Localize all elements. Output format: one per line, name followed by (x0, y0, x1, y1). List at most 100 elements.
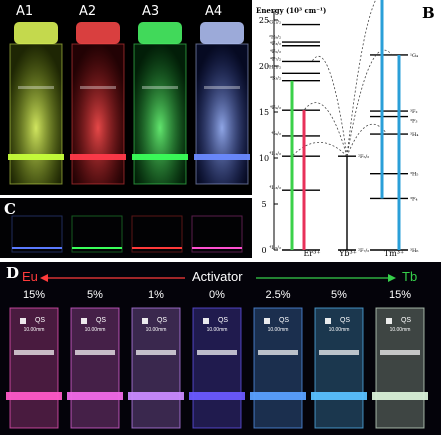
vial-body (10, 44, 62, 184)
er-level-label: ⁴F₉/₂ (270, 105, 281, 111)
vial-glow-band (70, 154, 126, 160)
cuvette-mark: QS (400, 317, 412, 324)
d-vial-body (254, 308, 302, 428)
vial-body (196, 44, 248, 184)
activator-percentage: 0% (209, 289, 225, 301)
cuvette-path-length: 10.00mm (389, 327, 411, 333)
er-level-label: ²H₉/₂ (269, 34, 281, 40)
tm-level-label: ³H₅ (410, 172, 418, 178)
side-view-illustration (11, 215, 243, 253)
cuvette-logo-icon (81, 318, 87, 324)
cuvette-path-length: 10.00mm (267, 327, 289, 333)
cuvette-logo-icon (325, 318, 331, 324)
er-level-label: ⁴S₃/₂ (270, 76, 281, 82)
yb-level-label: ²F₅/₂ (358, 154, 369, 160)
cuvette-mark: QS (156, 317, 168, 324)
vial-glow-band (132, 154, 188, 160)
er-level-label: ⁴F₃/₂ (270, 41, 281, 47)
strip-vial (131, 215, 183, 253)
energy-tick-label: 10 (259, 154, 269, 163)
strip-vial (11, 215, 63, 253)
cuvette-logo-icon (386, 318, 392, 324)
d-vial-glow-band (189, 392, 245, 400)
d-vial-glow-band (311, 392, 367, 400)
energy-tick-label: 5 (261, 200, 266, 209)
arrow-eu-head-icon (40, 274, 48, 282)
vial-outline (133, 43, 187, 185)
cuvette-path-length: 10.00mm (145, 327, 167, 333)
er-level-label: ⁴I₉/₂ (271, 131, 281, 137)
energy-tick-label: 15 (259, 108, 269, 117)
vial-cap (76, 22, 120, 44)
d-vial-meniscus (197, 350, 237, 355)
cuvette-logo-icon (203, 318, 209, 324)
activator-percentage: 2.5% (265, 289, 291, 301)
d-vial-glow-band (372, 392, 428, 400)
d-vial-meniscus (14, 350, 54, 355)
vial-outline (71, 43, 125, 185)
d-vial-outline (9, 307, 59, 429)
energy-tick-label: 20 (259, 62, 269, 71)
panel-c-photo: C (0, 198, 252, 258)
vial-outline (9, 43, 63, 185)
strip-vial (191, 215, 243, 253)
energy-transfer-arrow (311, 55, 348, 157)
tm-level-label: ¹G₄ (410, 53, 418, 59)
d-vial-body (71, 308, 119, 428)
activator-series-illustration (6, 274, 428, 429)
panel-a-photo: A1 A2 A3 A4 (0, 0, 252, 195)
d-vial-outline (253, 307, 303, 429)
cuvette-logo-icon (20, 318, 26, 324)
vial-meniscus (80, 86, 116, 89)
vial-glow-band (194, 154, 250, 160)
d-vial-body (315, 308, 363, 428)
d-vial-meniscus (380, 350, 420, 355)
cuvette-mark: QS (278, 317, 290, 324)
d-vial-outline (192, 307, 242, 429)
energy-tick-label: 25 (259, 16, 269, 25)
d-vial-body (132, 308, 180, 428)
energy-transfer-arrow (346, 49, 393, 157)
vial-label-a3: A3 (142, 4, 160, 19)
cuvette-path-length: 10.00mm (206, 327, 228, 333)
er-level-label: ⁴I₁₃/₂ (269, 185, 281, 191)
activator-percentage: 15% (22, 289, 46, 301)
panel-label-d: D (6, 264, 20, 282)
tm-level-label: ³F₃ (410, 118, 417, 124)
vial-cap (138, 22, 182, 44)
d-vial-body (376, 308, 424, 428)
d-vial-body (193, 308, 241, 428)
cuvette-mark: QS (95, 317, 107, 324)
vial-label-a4: A4 (205, 4, 223, 19)
yb-level-label: ²F₇/₂ (358, 248, 369, 254)
vial-body (134, 44, 186, 184)
cuvette-mark: QS (339, 317, 351, 324)
vials-a-illustration (8, 22, 250, 185)
vial-meniscus (204, 86, 240, 89)
vial-outline (195, 43, 249, 185)
tm-level-label: ³H₄ (410, 132, 418, 138)
activator-percentage: 5% (87, 289, 103, 301)
energy-level-diagram: 0510152025Er³⁺Yb³⁺Tm³⁺⁴I₁₅/₂⁴I₁₃/₂⁴I₁₁/₂… (259, 0, 418, 258)
cuvette-logo-icon (142, 318, 148, 324)
d-vial-outline (375, 307, 425, 429)
ion-label: Tm³⁺ (384, 249, 404, 258)
ion-label: Er³⁺ (303, 249, 320, 258)
energy-transfer-arrow (303, 102, 348, 157)
panel-label-b: B (422, 4, 435, 22)
activator-percentage: 15% (388, 289, 412, 301)
er-level-label: ⁴F₇/₂ (270, 56, 281, 62)
energy-transfer-arrow (346, 123, 388, 157)
cuvette-mark: QS (217, 317, 229, 324)
activator-percentage: 5% (331, 289, 347, 301)
er-level-label: ⁴F₅/₂ (270, 49, 281, 55)
vial-meniscus (142, 86, 178, 89)
d-vial-body (10, 308, 58, 428)
cuvette-mark: QS (34, 317, 46, 324)
d-vial-glow-band (67, 392, 123, 400)
tm-level-label: ³F₄ (410, 196, 417, 202)
activator-label: Activator (192, 269, 243, 284)
eu-label: Eu (22, 269, 38, 284)
